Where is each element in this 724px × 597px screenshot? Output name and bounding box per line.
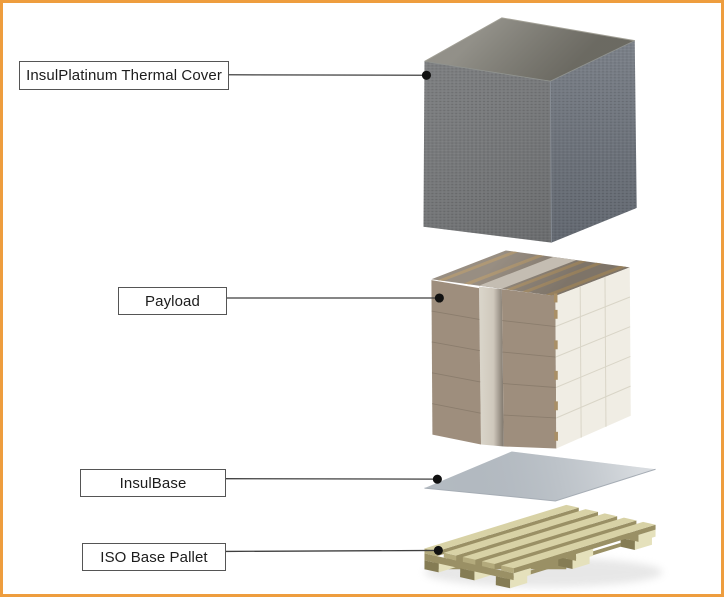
leader-dot-payload: [434, 293, 444, 303]
payload-illustration: [431, 250, 631, 449]
label-iso-base-pallet: ISO Base Pallet: [82, 543, 226, 571]
payload-gap-front: [479, 286, 504, 447]
payload-side-grid-lines: [555, 276, 631, 438]
label-text: ISO Base Pallet: [100, 548, 208, 566]
payload-corner-tape-marks: [553, 293, 558, 441]
thermal-cover-illustration: [423, 17, 637, 243]
label-text: Payload: [145, 292, 200, 310]
leader-dots: [421, 70, 444, 555]
label-text: InsulBase: [119, 474, 187, 492]
leader-dot-iso-base-pallet: [433, 545, 443, 555]
pallet-deck-boards: [424, 504, 656, 574]
insulbase-illustration: [424, 451, 656, 502]
label-insulbase: InsulBase: [80, 469, 226, 497]
payload-front-row-lines: [431, 310, 557, 419]
leader-line-iso-base-pallet: [224, 549, 439, 553]
label-insulplatinum-thermal-cover: InsulPlatinum Thermal Cover: [19, 61, 229, 90]
exploded-view-illustration: [224, 17, 663, 589]
label-payload: Payload: [118, 287, 227, 315]
leader-dot-thermal-cover: [421, 70, 432, 80]
payload-gap-top: [479, 256, 577, 289]
label-text: InsulPlatinum Thermal Cover: [26, 67, 222, 84]
payload-left-stack-front: [431, 280, 482, 445]
leader-dot-insulbase: [432, 474, 442, 484]
payload-right-stack-front: [501, 289, 557, 449]
pallet-illustration: [424, 504, 663, 589]
payload-white-side-face: [555, 267, 631, 449]
leader-lines: [224, 74, 440, 553]
